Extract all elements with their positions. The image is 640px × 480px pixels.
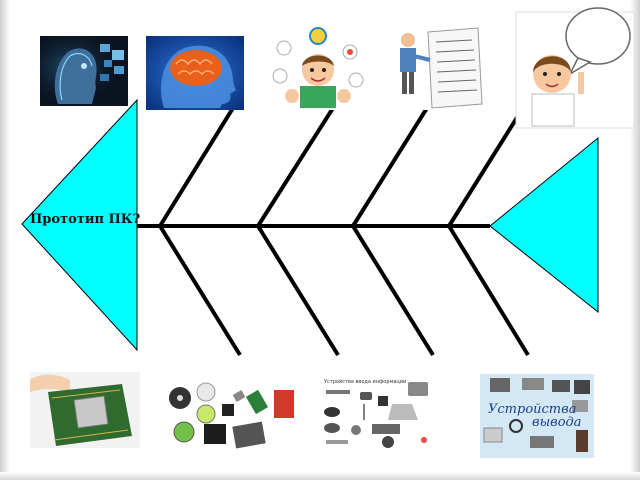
storage-media-icon: [166, 382, 298, 449]
bone-bottom-2: [256, 224, 340, 357]
slide-frame-bottom: [0, 472, 640, 480]
bone-top-3: [351, 106, 429, 228]
output-devices-icon: Устройства вывода: [480, 374, 594, 458]
processor-chip-icon: [30, 372, 140, 448]
child-with-food-icons: [268, 27, 364, 110]
cyber-head-icon: [40, 36, 128, 106]
bone-bottom-4: [447, 224, 530, 357]
slide-frame-left: [0, 0, 10, 480]
output-devices-caption-line2: вывода: [532, 415, 582, 430]
output-devices-caption-line1: Устройства: [488, 402, 576, 417]
bone-top-2: [256, 106, 335, 228]
boy-thinking-bubble-icon: [515, 7, 635, 129]
brain-profile-icon: [146, 36, 244, 110]
slide-frame-right: [630, 0, 640, 480]
input-devices-icon: Устройства ввода информации: [320, 374, 444, 450]
bone-top-1: [158, 106, 235, 228]
man-with-checklist-icon: [390, 27, 484, 110]
fish-tail: [489, 136, 599, 314]
bone-top-4: [447, 106, 525, 228]
fish-head-label: Прототип ПК?: [30, 212, 141, 227]
bone-bottom-3: [351, 224, 435, 357]
input-devices-caption: Устройства ввода информации: [324, 378, 406, 385]
bone-bottom-1: [158, 224, 242, 357]
